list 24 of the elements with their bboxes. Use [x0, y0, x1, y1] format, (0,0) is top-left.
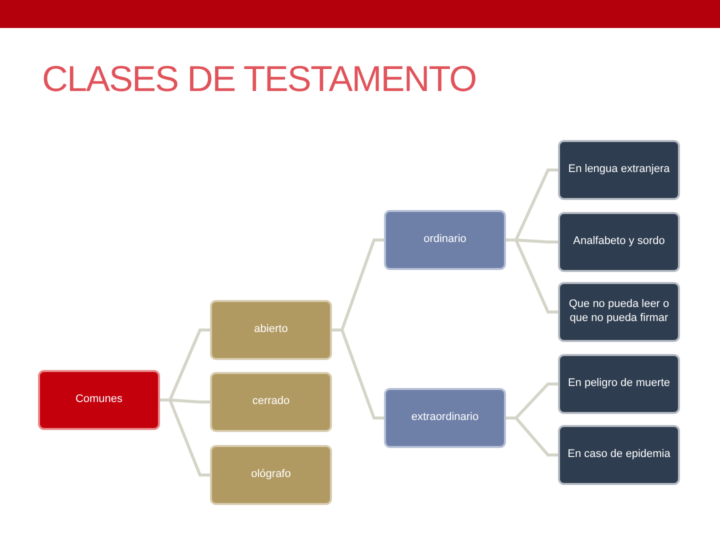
box-label: ológrafo — [251, 468, 291, 482]
category-box — [210, 300, 332, 360]
category-box — [558, 282, 680, 342]
box-label: ordinario — [424, 233, 466, 247]
box-label: En lengua extranjera — [568, 163, 670, 177]
category-box — [210, 445, 332, 505]
box-label: extraordinario — [411, 411, 479, 425]
box-label: Analfabeto y sordo — [573, 235, 665, 249]
category-box — [558, 140, 680, 200]
category-box — [38, 370, 160, 430]
box-label: Que no pueda leer o que no pueda firmar — [568, 298, 670, 326]
category-box — [558, 354, 680, 414]
category-box — [384, 210, 506, 270]
category-box — [558, 212, 680, 272]
box-label: Comunes — [75, 393, 123, 407]
box-label: abierto — [254, 323, 288, 337]
box-label: En caso de epidemia — [568, 448, 670, 462]
box-label: En peligro de muerte — [568, 377, 670, 391]
category-box — [384, 388, 506, 448]
box-label: cerrado — [252, 395, 290, 409]
category-box — [210, 372, 332, 432]
category-box — [558, 425, 680, 485]
connector-line — [506, 416, 558, 456]
slide-title: CLASES DE TESTAMENTO — [42, 58, 476, 100]
